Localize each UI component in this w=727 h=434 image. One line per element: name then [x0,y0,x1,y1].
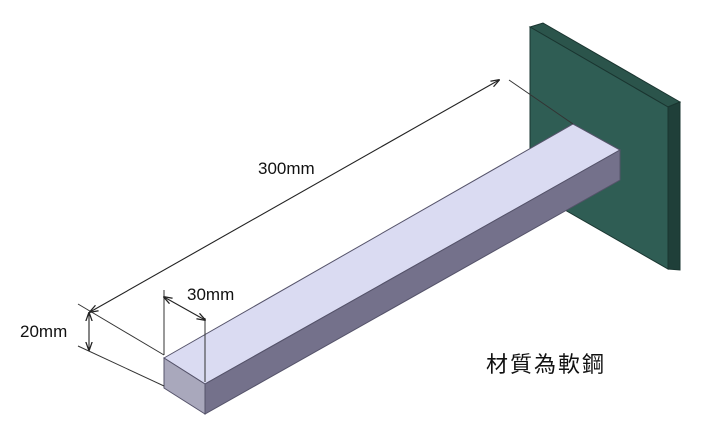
dimension-line-300 [90,80,499,312]
height-dimension-label: 20mm [20,322,67,341]
length-dimension-label: 300mm [258,159,315,178]
beam-top-face [163,123,622,385]
width-dimension-label: 30mm [187,285,234,304]
wall-side-edge [667,101,681,271]
dimension-line-30 [164,297,205,320]
beam-end-face [163,357,206,415]
material-note: 材質為軟鋼 [486,353,606,378]
